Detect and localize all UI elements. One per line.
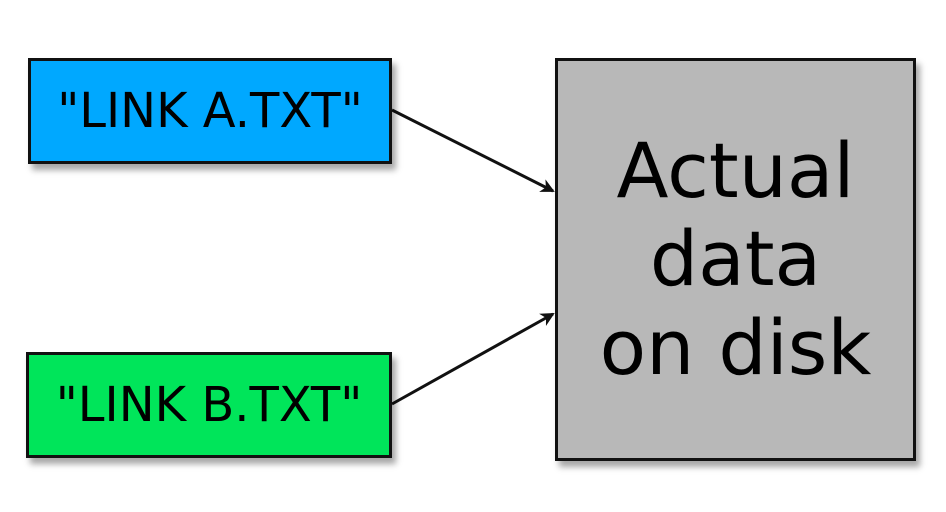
arrow-link-b-to-data [391,312,555,406]
link-b-box: "LINK B.TXT" [26,352,392,458]
actual-data-box: Actual data on disk [555,58,916,461]
link-a-label: "LINK A.TXT" [57,83,363,139]
link-a-box: "LINK A.TXT" [28,58,392,164]
link-b-label: "LINK B.TXT" [55,377,363,433]
actual-data-line-2: data [649,214,822,304]
arrow-link-a-to-data [391,108,555,193]
actual-data-line-3: on disk [599,302,872,392]
actual-data-line-1: Actual [616,126,855,216]
